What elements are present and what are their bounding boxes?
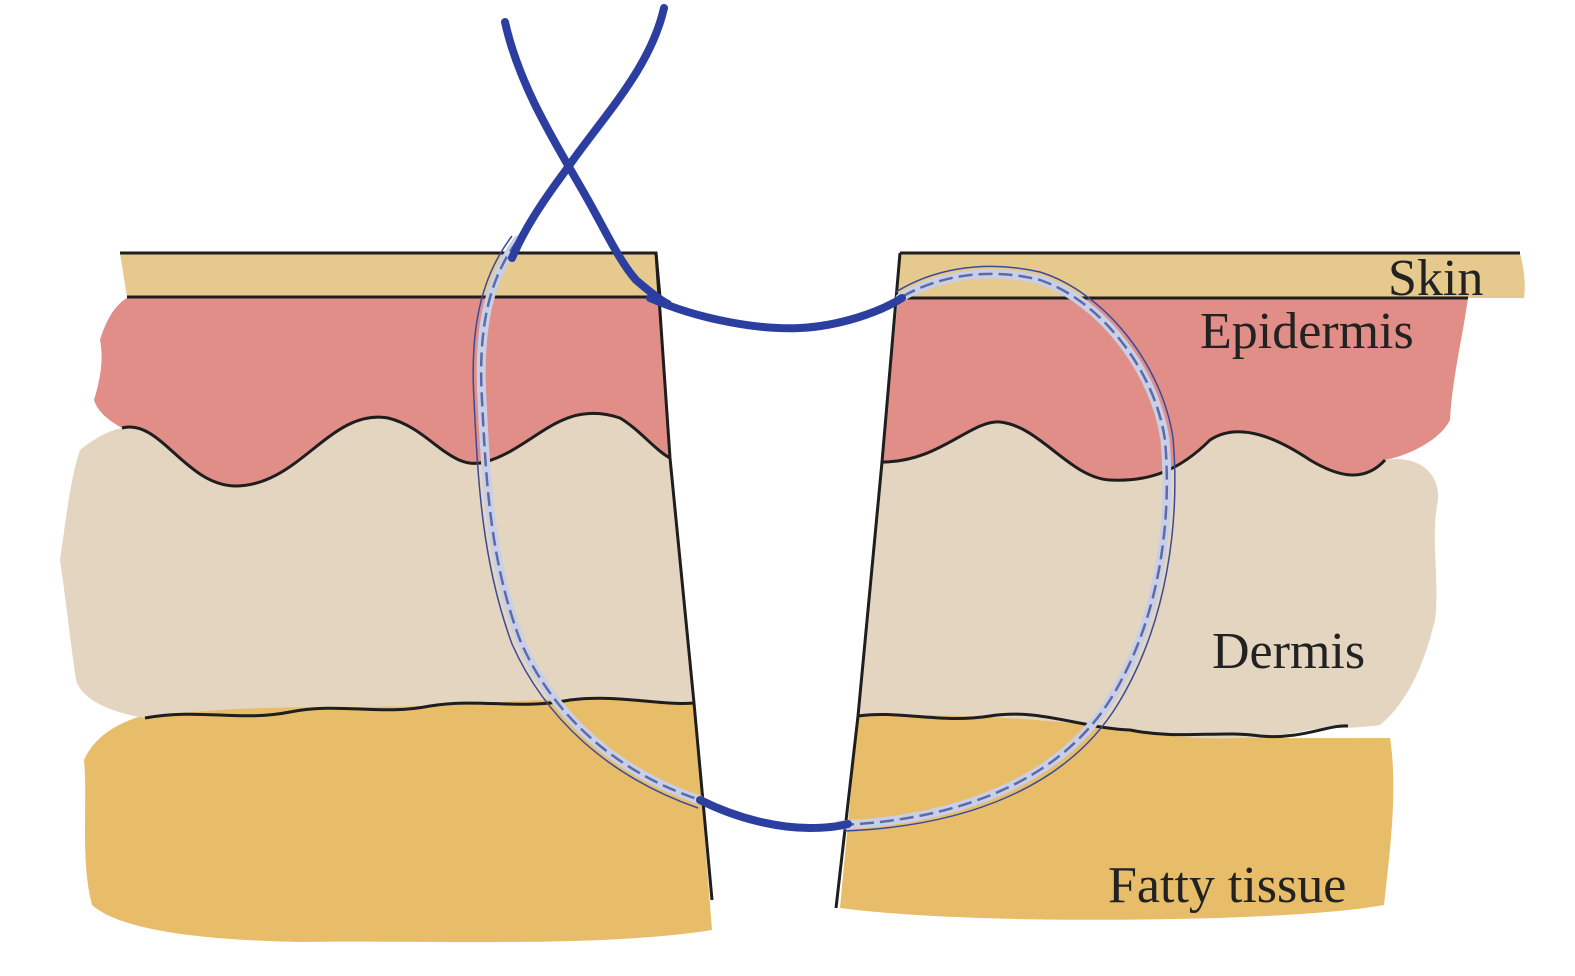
left-tissue-block bbox=[60, 253, 712, 943]
wound-edge-right bbox=[834, 252, 902, 909]
suture-loop-right-dash bbox=[839, 272, 1169, 827]
suture-loop-left-dash bbox=[479, 239, 701, 802]
fat-layer-right bbox=[840, 714, 1394, 920]
suture-loop-right-outer bbox=[844, 265, 1176, 832]
suture-loop bbox=[472, 235, 1176, 832]
dermis-layer-left bbox=[60, 413, 694, 718]
epidermis-layer-right bbox=[882, 298, 1468, 481]
epidermis-dermis-boundary-right bbox=[881, 420, 1387, 482]
label-epidermis: Epidermis bbox=[1200, 303, 1414, 360]
fat-layer-left bbox=[84, 698, 712, 943]
label-fatty-tissue: Fatty tissue bbox=[1108, 857, 1346, 914]
epidermis-layer-left bbox=[94, 298, 670, 486]
suture-tail-b bbox=[508, 4, 668, 262]
epidermis-dermis-boundary-left bbox=[121, 411, 671, 488]
suture-bottom-bridge bbox=[696, 796, 852, 833]
label-skin: Skin bbox=[1388, 250, 1483, 307]
layer-outlines bbox=[120, 251, 1520, 909]
skin-layer-left bbox=[120, 253, 660, 297]
dermis-fat-boundary-left bbox=[144, 696, 695, 720]
suture-thread bbox=[501, 4, 906, 833]
right-tissue-block bbox=[840, 253, 1525, 920]
suture-tail-a bbox=[501, 18, 672, 308]
dermis-fat-boundary-right bbox=[857, 712, 1349, 739]
suture-loop-left-outer bbox=[472, 235, 699, 809]
suture-top-bridge bbox=[646, 294, 906, 333]
skin-surface-line-right bbox=[898, 251, 1520, 300]
layer-labels: Skin Epidermis Dermis Fatty tissue bbox=[1108, 250, 1483, 914]
dermis-layer-right bbox=[858, 421, 1439, 739]
label-dermis: Dermis bbox=[1212, 623, 1365, 680]
